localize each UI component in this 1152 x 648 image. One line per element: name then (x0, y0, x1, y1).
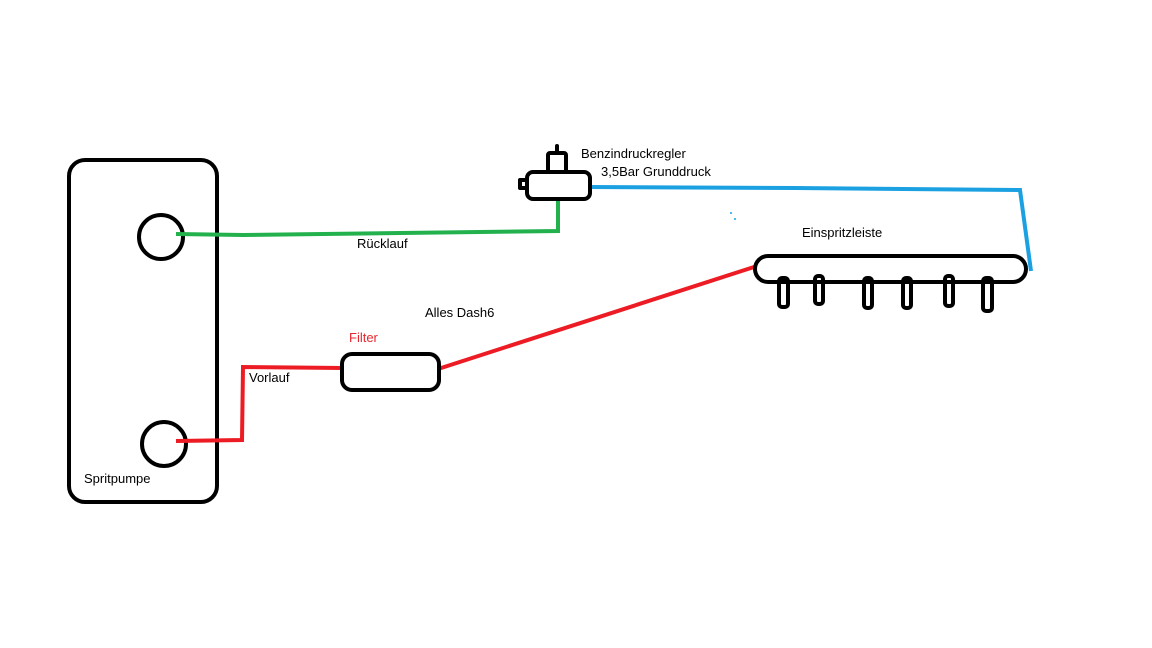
supply-line-pump-to-filter (175, 364, 344, 443)
label-filter: Filter (349, 330, 378, 345)
label-supply-line: Vorlauf (249, 370, 290, 385)
stray-dot (730, 212, 732, 214)
label-fuel-rail: Einspritzleiste (802, 225, 883, 240)
regulator-cap (546, 151, 568, 174)
injector (777, 276, 790, 309)
pump-supply-port (140, 420, 188, 468)
supply-line-filter-to-rail (437, 265, 755, 371)
label-base-pressure: 3,5Bar Grunddruck (601, 164, 711, 179)
regulator-body (525, 170, 592, 201)
label-pump: Spritpumpe (84, 471, 151, 486)
pressure-line (589, 185, 1033, 272)
label-return-line: Rücklauf (357, 236, 408, 251)
injector (862, 276, 874, 310)
fuel-pump-body (67, 158, 219, 504)
label-regulator: Benzindruckregler (581, 146, 686, 161)
injector (943, 274, 955, 308)
stray-dot (734, 218, 736, 220)
return-line (175, 201, 560, 238)
fuel-rail (753, 254, 1028, 313)
fuel-rail-body (753, 254, 1028, 284)
pump-return-port (137, 213, 185, 261)
injector (981, 276, 994, 313)
injector (901, 276, 913, 310)
fuel-filter (340, 352, 441, 392)
regulator-side-nipple (518, 178, 529, 190)
pressure-regulator (518, 144, 592, 201)
label-all-fittings: Alles Dash6 (425, 305, 495, 320)
injector (813, 274, 825, 306)
